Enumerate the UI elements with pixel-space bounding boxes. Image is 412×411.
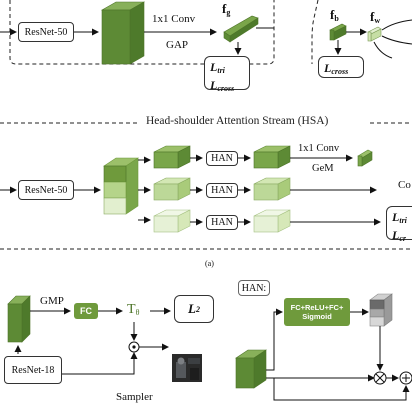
hsa-loss-tri-sub: tri (399, 216, 407, 225)
han-box-1: HAN (206, 151, 238, 166)
fc-label: FC (80, 306, 92, 316)
han-box-3-label: HAN (211, 217, 233, 228)
hsa-row3-bar-a (153, 209, 191, 233)
hsa-row1-bar-b (253, 145, 291, 169)
gmp-feature-block (7, 295, 31, 343)
fb-letter: f (330, 7, 335, 22)
top-feature-block (100, 1, 146, 65)
sampler-label: Sampler (116, 391, 153, 403)
hsa-title: Head-shoulder Attention Stream (HSA) (146, 115, 329, 127)
hsa-loss-cross-letter: L (392, 228, 400, 242)
han-box-2: HAN (206, 183, 238, 198)
l2-sub: 2 (195, 304, 200, 314)
l2-letter: L (188, 301, 196, 316)
han-attention-block (369, 293, 393, 327)
fb-feature-bar (329, 23, 347, 41)
theta-letter: T (127, 302, 136, 317)
hsa-row1-bar-a (153, 145, 191, 169)
theta-sub: θ (135, 308, 140, 317)
top-loss-cross-letter: L (210, 78, 218, 92)
sampler-backbone-label: ResNet-18 (11, 364, 55, 376)
fw-feature-bar (367, 26, 382, 42)
top-loss-tri-sub: tri (217, 66, 225, 75)
hsa-conv-label: 1x1 Conv (298, 143, 340, 154)
hsa-stacked-block (103, 157, 139, 215)
han-detail-title-box: HAN: (238, 280, 270, 296)
fb-loss-letter: L (324, 61, 332, 75)
hsa-loss-cross-sub: cr (399, 234, 407, 243)
theta-label: Tθ (127, 303, 139, 317)
hsa-row2-bar-a (153, 177, 191, 201)
fg-label: fg (222, 2, 230, 17)
fg-letter: f (222, 1, 227, 16)
fg-sub: g (226, 8, 231, 17)
hsa-loss-tri-letter: L (392, 210, 400, 224)
han-box-3: HAN (206, 215, 238, 230)
fw-letter: f (370, 9, 375, 24)
top-loss-cross-sub: cross (217, 84, 235, 93)
han-box-1-label: HAN (211, 153, 233, 164)
hsa-row3-bar-b (253, 209, 291, 233)
top-conv-label: 1x1 Conv (152, 13, 196, 25)
sampler-backbone-box: ResNet-18 (4, 356, 62, 384)
hsa-row2-bar-b (253, 177, 291, 201)
top-pool-label: GAP (166, 39, 189, 51)
add-node-han (399, 371, 412, 385)
hsa-backbone-label: ResNet-50 (24, 184, 68, 196)
top-right-frame (311, 0, 319, 64)
fb-loss-box: Lcross (318, 56, 364, 78)
han-box-2-label: HAN (211, 185, 233, 196)
fb-loss-sub: cross (331, 67, 349, 76)
multiply-node-han (373, 371, 387, 385)
fw-sub: w (374, 16, 381, 25)
fc-relu-sigmoid-label: FC+ReLU+FC+ Sigmoid (290, 303, 344, 321)
fb-label: fb (330, 8, 339, 23)
hsa-loss-box: Ltri Lcr (386, 206, 412, 243)
han-input-block (235, 349, 267, 389)
hsa-gem-feature (357, 149, 373, 167)
figure-caption: (a) (205, 259, 214, 268)
top-backbone-label: ResNet-50 (24, 26, 68, 38)
hsa-pool-label: GeM (312, 163, 334, 174)
cropped-image-thumbnail (172, 354, 202, 382)
gmp-label: GMP (40, 295, 64, 307)
fw-label: fw (370, 10, 380, 25)
hsa-backbone-box: ResNet-50 (18, 180, 74, 200)
fc-relu-sigmoid-box: FC+ReLU+FC+ Sigmoid (284, 298, 350, 326)
han-detail-title: HAN: (241, 282, 267, 294)
top-backbone-box: ResNet-50 (18, 22, 74, 42)
fg-feature-bar (223, 15, 259, 43)
fb-sub: b (334, 14, 339, 23)
top-loss-box: Ltri Lcross (204, 56, 250, 93)
fc-box: FC (74, 303, 98, 319)
top-loss-tri-letter: L (210, 60, 218, 74)
hsa-cut-label: Co (398, 179, 411, 191)
